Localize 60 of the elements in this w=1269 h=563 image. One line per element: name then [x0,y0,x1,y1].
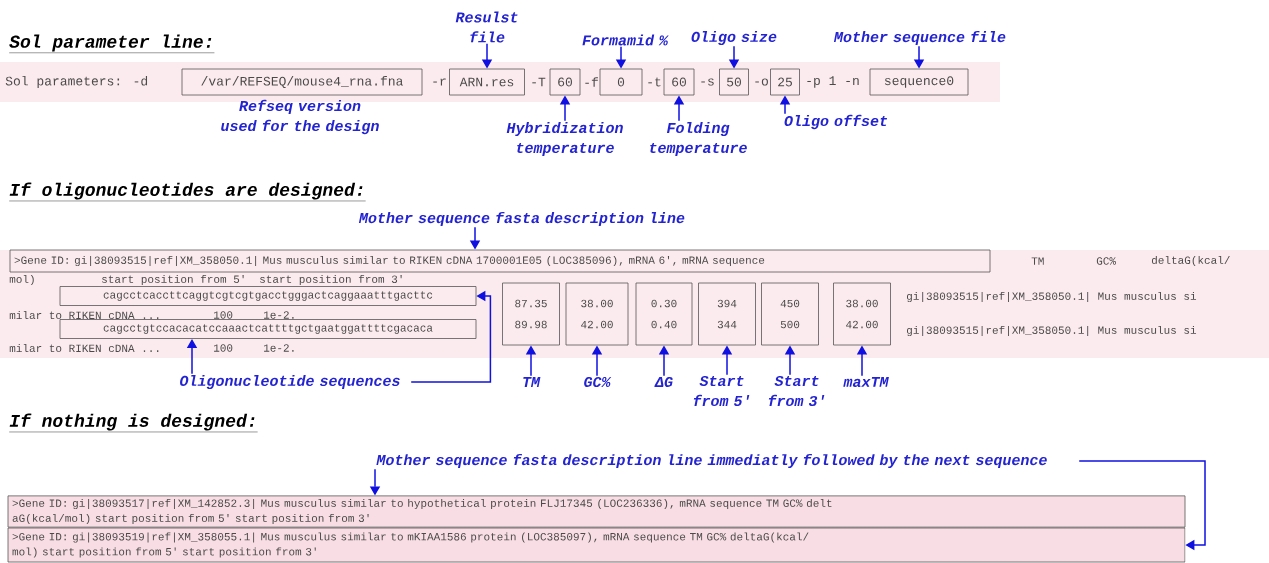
parameter-box: sequence0 [869,68,969,96]
output-text: GC% [1096,257,1116,265]
output-text: 100 [214,311,233,319]
value-box: 38.00 42.00 [565,282,629,346]
parameter-box: /var/REFSEQ/mouse4_rna.fna [181,68,423,96]
sequence-box: cagcctgtccacacatccaaactcattttgctgaatggattttcgacaca [59,319,477,339]
value-box: 87.35 89.98 [502,282,560,346]
description-box: >Gene ID: gi|38093517|ref|XM_142852.3| Mus musculus similar to hypothetical protein FLJ17345 (LOC236336), mRNA sequence TM GC% delt aG(kcal/mol) start position from 5' start position from 3' [7,495,1186,528]
output-text: milar to RIKEN cDNA ... [9,343,159,353]
output-text: gi|38093515|ref|XM_358050.1| Mus musculus si [907,291,1197,303]
callout-text: Start from 5' [693,375,750,407]
command-text: -t [648,77,661,87]
output-text: deltaG(kcal/ [1151,255,1230,267]
output-text: gi|38093515|ref|XM_358050.1| Mus musculus si [907,325,1197,337]
description-box: >Gene ID: gi|38093515|ref|XM_358050.1| Mus musculus similar to RIKEN cDNA 1700001E05 (LOC385096), mRNA 6', mRNA sequence [9,249,991,273]
parameter-box: 25 [770,68,800,96]
callout-text: TM [523,377,541,387]
callout-text: Mother sequence file [833,30,1006,46]
section-heading: Sol parameter line: [9,34,215,53]
command-text: -r [433,78,446,86]
parameter-box: 60 [663,68,695,96]
description-box: >Gene ID: gi|38093519|ref|XM_358055.1| Mus musculus similar to mKIAA1586 protein (LOC385097), mRNA sequence TM GC% deltaG(kcal/ mol) start position from 5' start position from 3' [7,527,1186,563]
parameter-box: 60 [549,68,581,96]
callout-text: Oligo offset [784,114,888,130]
callout-text: Mother sequence fasta description line [358,211,685,227]
value-box: 394 344 [698,282,756,346]
output-text: TM [1031,257,1044,265]
callout-text: Resulst file [455,11,518,43]
output-text: start position from 3' [260,274,402,286]
value-box: 38.00 42.00 [833,282,891,346]
callout-text: Start from 3' [768,375,825,407]
value-box: 0.30 0.40 [635,282,693,346]
callout-text: Formamid % [582,34,669,46]
output-text: mol) [9,274,34,286]
command-text: Sol parameters: -d [5,75,148,89]
command-text: -p 1 -n [807,76,859,88]
command-text: -f [585,77,598,87]
section-heading: If nothing is designed: [9,413,258,433]
parameter-box: ARN.res [449,68,525,96]
output-text: milar to RIKEN cDNA ... [9,310,159,320]
output-text: start position from 5' [102,274,244,286]
callout-text: Hybridization temperature [506,122,623,156]
parameter-box: 50 [719,68,749,96]
callout-text: Oligo size [691,31,777,46]
arrow [1078,460,1206,551]
callout-text: Refseq version used for the design [221,99,379,135]
sequence-box: cagcctcaccttcaggtcgtcgtgacctgggactcaggaaatttgacttc [59,286,477,306]
callout-text: ΔG [654,376,673,388]
command-text: -T [532,77,546,87]
section-heading: If oligonucleotides are designed: [9,182,366,202]
command-text: -o [755,78,768,86]
callout-text: Folding temperature [650,122,747,156]
parameter-box: 0 [599,68,643,96]
command-text: -s [701,78,714,86]
value-box: 450 500 [761,282,819,346]
output-text: 1e-2. [264,311,294,319]
callout-text: maxTM [843,377,889,387]
callout-text: Mother sequence fasta description line immediatly followed by the next sequence [376,453,1047,469]
callout-text: GC% [584,376,612,388]
callout-text: Oligonucleotide sequences [180,375,400,390]
